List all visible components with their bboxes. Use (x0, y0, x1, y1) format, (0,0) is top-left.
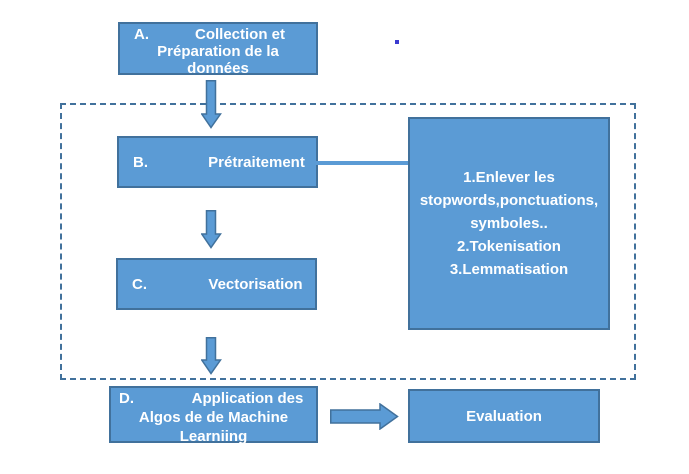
node-collection-line1: A. Collection et (120, 26, 316, 43)
dashed-group-frame (60, 103, 636, 380)
node-pretraitement-details: 1.Enlever les stopwords,ponctuations, sy… (408, 117, 610, 330)
node-pretraitement: B. Prétraitement (117, 136, 318, 188)
node-application-title: Application des (191, 390, 304, 407)
node-pretraitement-letter: B. (133, 153, 148, 171)
node-application-letter: D. (119, 390, 134, 407)
details-line2: stopwords,ponctuations, (419, 192, 599, 209)
node-application: D. Application des Algos de de Machine L… (109, 386, 318, 445)
node-collection-line3: données (187, 60, 249, 77)
arrow-down-b-to-c-icon (201, 210, 222, 249)
node-application-line1: D. Application des (111, 389, 316, 408)
node-collection-title: Collection et (194, 26, 285, 43)
arrow-down-c-to-d-icon (201, 337, 222, 375)
node-evaluation: Evaluation (408, 389, 600, 443)
details-line1: 1.Enlever les (463, 169, 555, 186)
node-evaluation-title: Evaluation (466, 407, 542, 425)
node-collection-letter: A. (134, 26, 149, 43)
node-collection: A. Collection et Préparation de la donné… (118, 22, 318, 77)
connector-b-to-details (316, 161, 409, 165)
stray-dot (395, 40, 399, 44)
node-application-line2: Algos de de Machine (138, 409, 289, 426)
arrow-right-d-to-evaluation-icon (330, 403, 399, 430)
node-vectorisation-line: C. Vectorisation (118, 276, 315, 293)
node-pretraitement-line: B. Prétraitement (119, 154, 316, 171)
details-line4: 2.Tokenisation (457, 238, 561, 255)
node-pretraitement-title: Prétraitement (208, 153, 305, 171)
node-vectorisation: C. Vectorisation (116, 258, 317, 310)
details-line3: symboles.. (470, 215, 548, 232)
details-line5: 3.Lemmatisation (449, 261, 569, 278)
node-vectorisation-letter: C. (132, 275, 147, 293)
node-collection-line2: Préparation de la (157, 43, 279, 60)
node-vectorisation-title: Vectorisation (208, 275, 303, 293)
arrow-down-a-to-b-icon (201, 80, 222, 129)
node-application-line3: Learniing (179, 428, 248, 445)
